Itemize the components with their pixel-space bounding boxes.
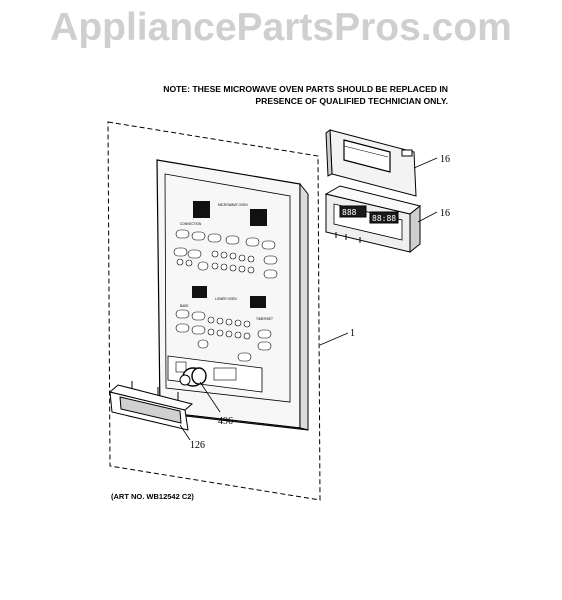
control-panel: MICROWAVE OVEN CONVECTION LOWER OVEN BAK…	[156, 159, 309, 431]
leader-lines	[179, 157, 438, 441]
callout-door-handle: 126	[190, 440, 205, 451]
panel-label-top-group: CONVECTION	[180, 222, 202, 226]
safety-note-line1: NOTE: THESE MICROWAVE OVEN PARTS SHOULD …	[163, 84, 448, 94]
callout-knob-part: 496	[218, 416, 233, 427]
upper-display-right	[250, 209, 267, 226]
watermark: AppliancePartsPros.com	[50, 6, 512, 49]
knob-assembly	[179, 367, 207, 387]
panel-label-mid-group: LOWER OVEN	[215, 297, 237, 301]
panel-label-lower-right: TIMER/SET	[256, 317, 273, 321]
board-display-right-text: 88:88	[372, 214, 396, 223]
board-bracket	[325, 129, 417, 197]
upper-display-left	[193, 201, 210, 218]
panel-label-top-display: MICROWAVE OVEN	[218, 203, 248, 207]
panel-label-lower-left: BAKE	[180, 304, 189, 308]
assembly-boundary	[107, 121, 321, 501]
board-display-left	[339, 205, 367, 218]
art-number: (ART NO. WB12542 C2)	[111, 492, 194, 501]
safety-note-line2: PRESENCE OF QUALIFIED TECHNICIAN ONLY.	[255, 96, 448, 106]
board-display-left-text: 888	[342, 208, 357, 217]
middle-display-right	[250, 296, 266, 308]
board-display-right	[369, 211, 399, 224]
control-board: 888 88:88	[324, 185, 422, 254]
callout-control-panel: 1	[350, 328, 355, 339]
callout-control-board: 16	[440, 208, 450, 219]
callout-board-bracket: 16	[440, 154, 450, 165]
middle-display-left	[192, 286, 207, 298]
upper-keypad	[173, 229, 278, 279]
safety-note: NOTE: THESE MICROWAVE OVEN PARTS SHOULD …	[163, 83, 448, 107]
lower-keypad	[175, 309, 272, 362]
handle-piece	[108, 381, 194, 431]
